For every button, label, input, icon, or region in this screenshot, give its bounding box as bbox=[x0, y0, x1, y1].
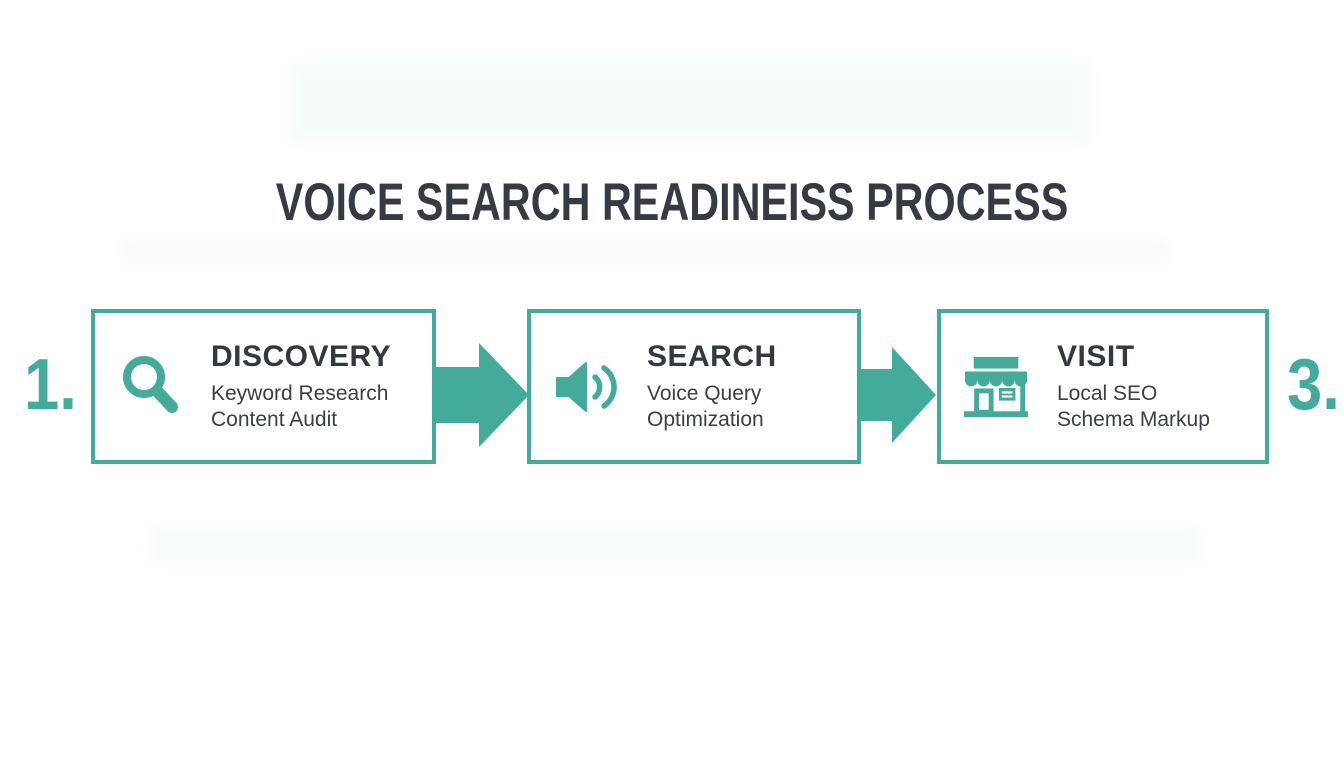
background-artifact bbox=[150, 528, 1200, 562]
step-detail-line: Optimization bbox=[647, 408, 764, 431]
step-text-block: VISIT Local SEO Schema Markup bbox=[1057, 340, 1210, 433]
step-heading: SEARCH bbox=[647, 340, 777, 373]
background-artifact bbox=[120, 238, 1170, 262]
step-detail-line: Voice Query bbox=[647, 382, 762, 405]
step-detail-line: Keyword Research bbox=[211, 382, 389, 405]
storefront-icon bbox=[963, 352, 1029, 422]
step-text-block: SEARCH Voice Query Optimization bbox=[647, 340, 777, 433]
step-detail-line: Schema Markup bbox=[1057, 408, 1210, 431]
arrow-right-icon bbox=[433, 343, 529, 452]
step-card-search: SEARCH Voice Query Optimization bbox=[527, 309, 861, 464]
step-detail-line: Local SEO bbox=[1057, 382, 1158, 405]
magnifier-icon bbox=[117, 352, 183, 422]
step-card-discovery: DISCOVERY Keyword Research Content Audit bbox=[91, 309, 436, 464]
step-heading: DISCOVERY bbox=[211, 340, 392, 373]
step-number-3: 3. bbox=[1287, 345, 1340, 425]
speaker-icon bbox=[553, 352, 619, 422]
step-number-1: 1. bbox=[24, 345, 77, 425]
step-text-block: DISCOVERY Keyword Research Content Audit bbox=[211, 340, 391, 433]
arrow-right-icon bbox=[858, 347, 936, 448]
step-card-visit: VISIT Local SEO Schema Markup bbox=[937, 309, 1269, 464]
step-detail-line: Content Audit bbox=[211, 408, 338, 431]
background-artifact bbox=[290, 62, 1090, 142]
step-heading: VISIT bbox=[1057, 340, 1135, 373]
title-bar: VOICE SEARCH READINEISS PROCESS bbox=[0, 172, 1344, 233]
page-title: VOICE SEARCH READINEISS PROCESS bbox=[275, 173, 1069, 232]
